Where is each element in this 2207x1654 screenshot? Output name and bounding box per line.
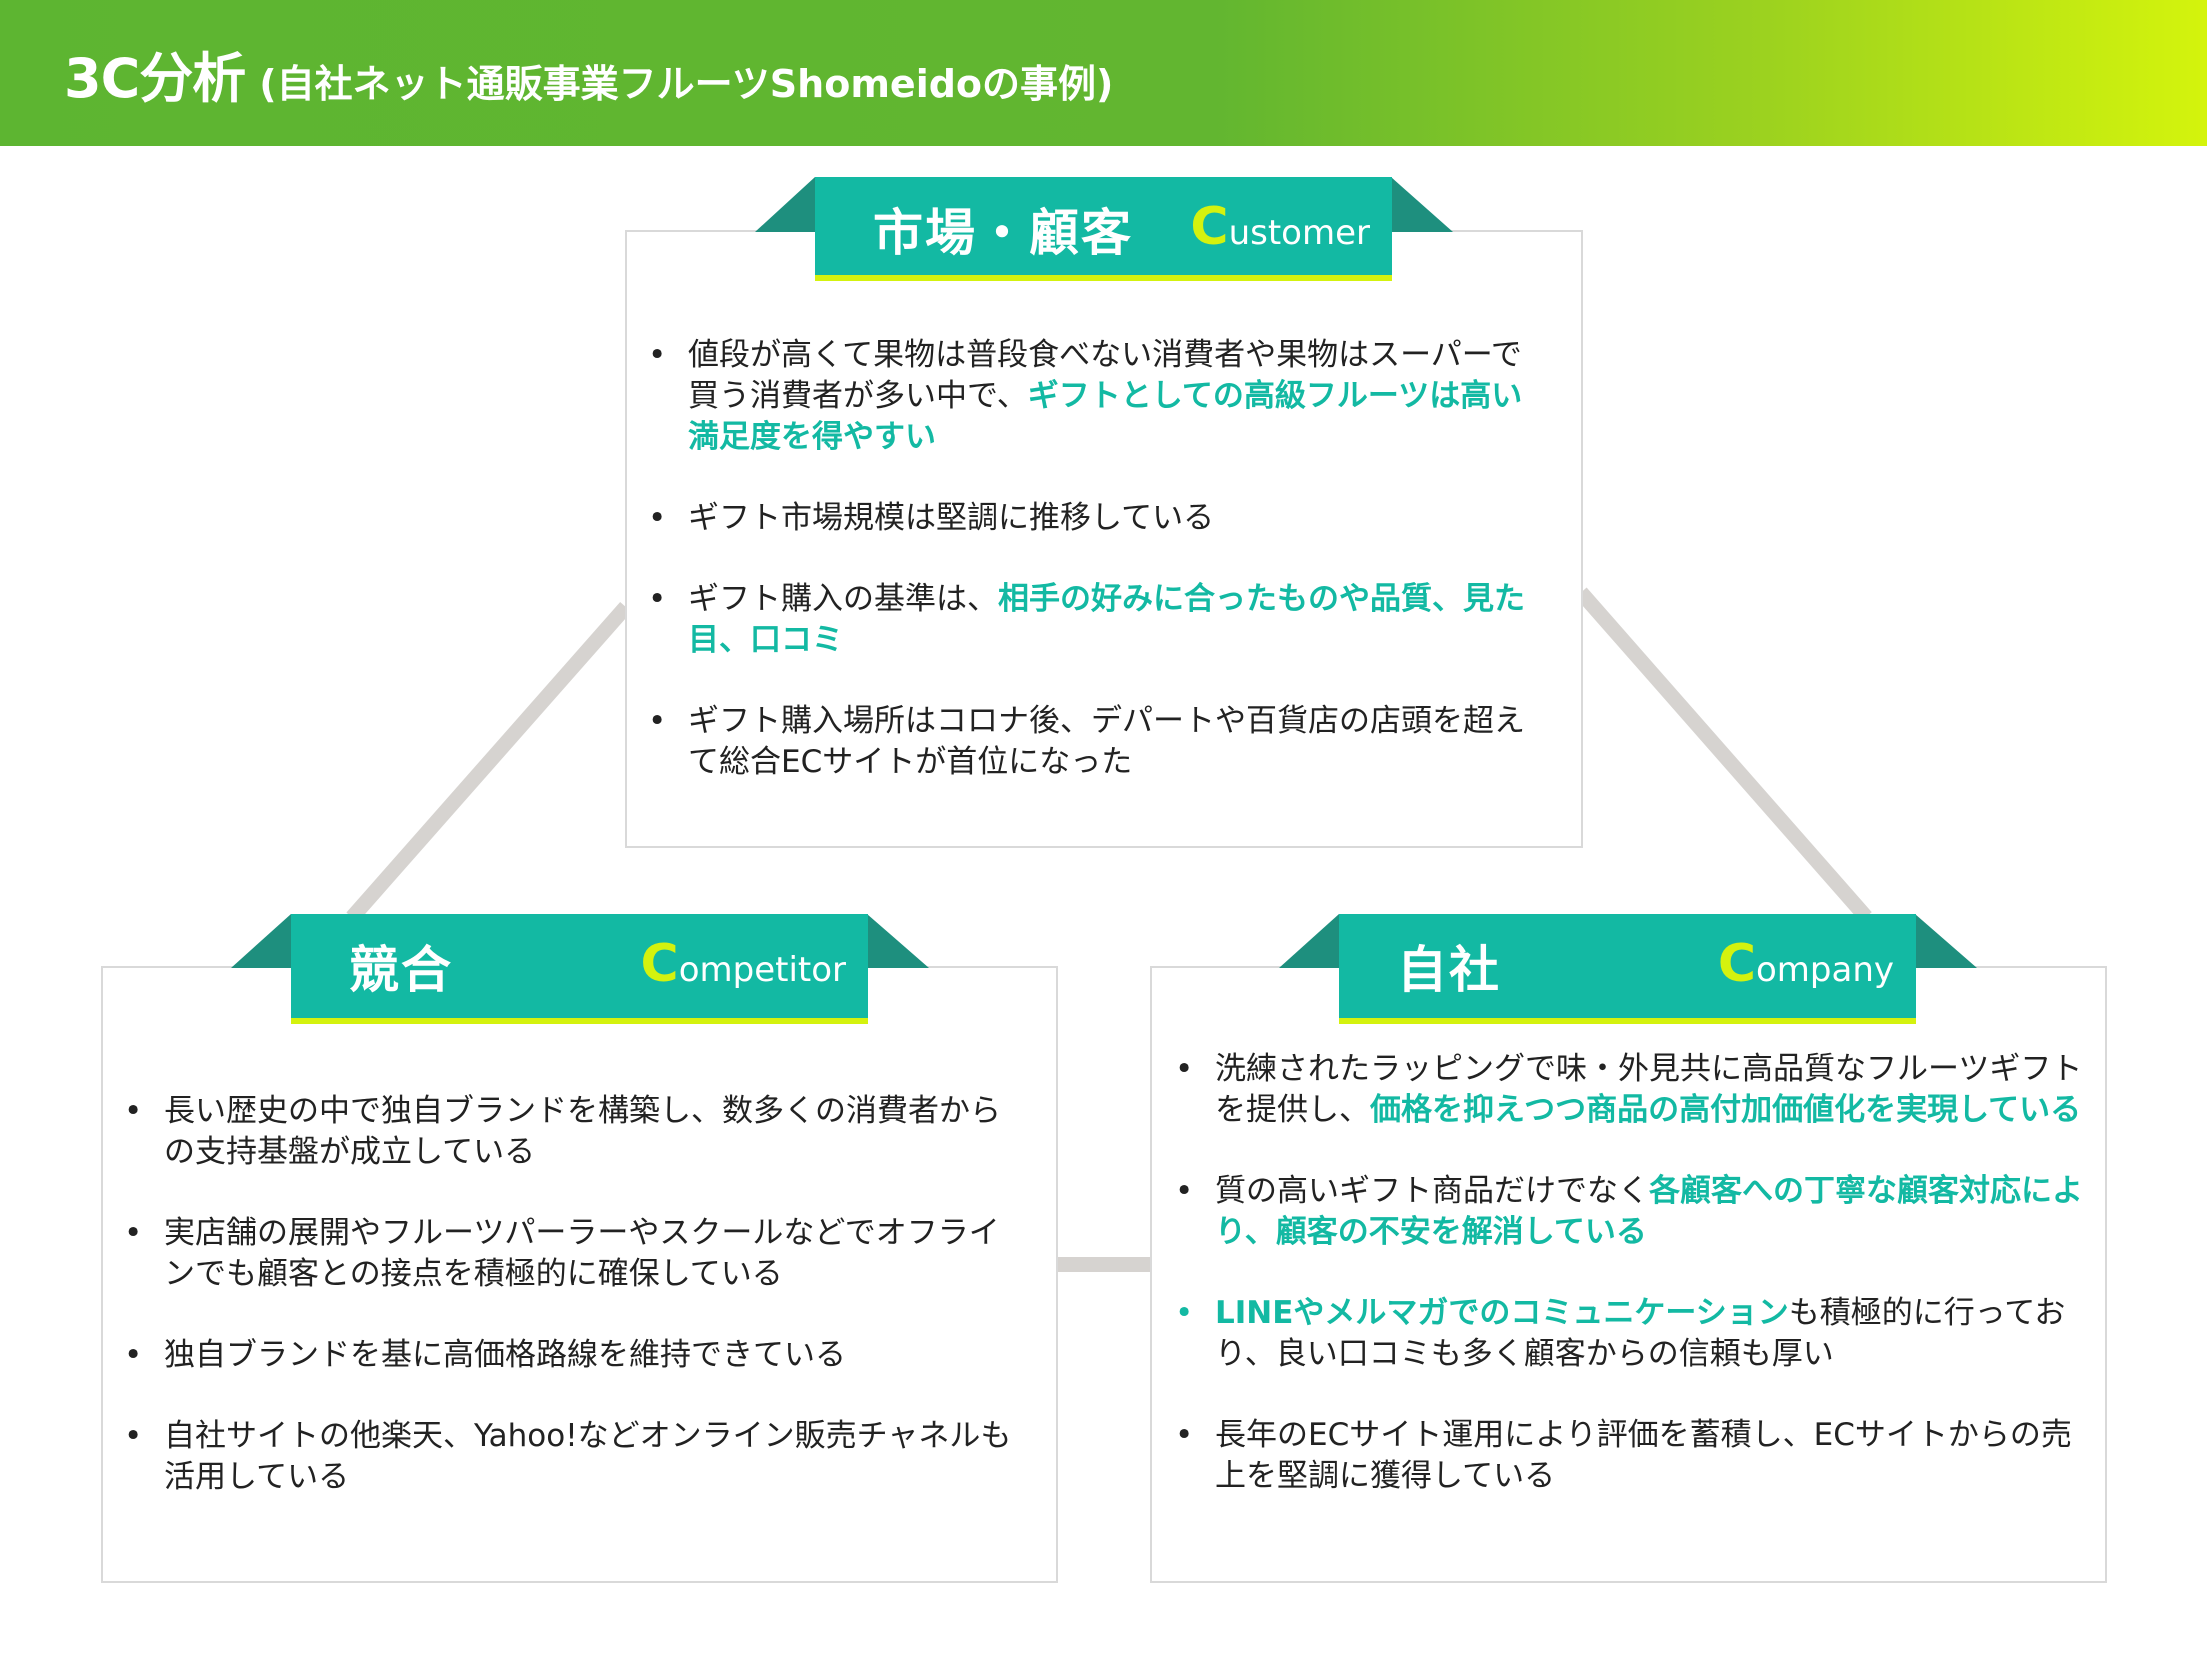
competitor-box [101, 966, 1058, 1583]
item-text: 自社サイトの他楽天、Yahoo!などオンライン販売チャネルも活用している [164, 1418, 1012, 1495]
item-text: 長年のECサイト運用により評価を蓄積し、ECサイトからの売上を堅調に獲得している [1215, 1417, 2072, 1494]
customer-box [625, 230, 1583, 848]
customer-en-cap: C [1190, 197, 1229, 257]
competitor-tab: 競合 Competitor [291, 914, 868, 1024]
item-text: 値段が高くて果物は普段食べない消費者や果物はスーパーで買う消費者が多い中で、 [688, 337, 1522, 414]
competitor-title: 競合 [349, 941, 453, 999]
company-list-item: • LINEやメルマガでのコミュニケーションも積極的に行っており、良い口コミも多く… [1175, 1293, 2085, 1375]
bullet-icon: • [1175, 1417, 1194, 1453]
bullet-icon: • [648, 703, 667, 739]
company-en-cap: C [1717, 934, 1756, 994]
competitor-list: • 長い歴史の中で独自ブランドを構築し、数多くの消費者からの支持基盤が成立している… [124, 1091, 1024, 1538]
company-tab-wing-left [1279, 914, 1339, 968]
highlighted-text: 各顧客への丁寧な顧客対応により、顧客の不安を解消している [1215, 1173, 2083, 1250]
item-text: も積極的に行っており、良い口コミも多く顧客からの信頼も厚い [1215, 1295, 2066, 1372]
bullet-icon: • [124, 1093, 143, 1129]
company-tab: 自社 Company [1339, 914, 1916, 1024]
highlighted-text: LINEやメルマガでのコミュニケーション [1215, 1295, 1789, 1331]
item-text: 独自ブランドを基に高価格路線を維持できている [164, 1337, 846, 1373]
highlighted-text: ギフトとしての高級フルーツは高い満足度を得やすい [688, 378, 1523, 455]
item-text: 質の高いギフト商品だけでなく [1215, 1173, 1649, 1209]
item-text: ギフト購入の基準は、 [688, 581, 998, 617]
customer-tab: 市場・顧客 Customer [815, 177, 1392, 281]
company-list-item: • 長年のECサイト運用により評価を蓄積し、ECサイトからの売上を堅調に獲得してい… [1175, 1415, 2085, 1497]
company-box [1150, 966, 2107, 1583]
customer-en-rest: ustomer [1228, 213, 1370, 253]
competitor-tab-wing-left [231, 914, 291, 968]
competitor-list-item: • 実店舗の展開やフルーツパーラーやスクールなどでオフラインでも顧客との接点を積極… [124, 1213, 1024, 1295]
customer-en-label: Customer [1190, 197, 1370, 257]
customer-title: 市場・顧客 [873, 204, 1133, 262]
competitor-list-item: • 独自ブランドを基に高価格路線を維持できている [124, 1335, 1024, 1376]
page-title: 3C分析 (自社ネット通販事業フルーツShomeidoの事例) [64, 34, 1113, 113]
competitor-list-item: • 自社サイトの他楽天、Yahoo!などオンライン販売チャネルも活用している [124, 1416, 1024, 1498]
connector-customer-competitor [346, 601, 632, 923]
customer-list: •値段が高くて果物は普段食べない消費者や果物はスーパーで買う消費者が多い中で、ギ… [648, 335, 1548, 823]
company-tab-wing-right [1915, 914, 1977, 968]
competitor-en-rest: ompetitor [678, 950, 846, 990]
bullet-icon: • [124, 1418, 143, 1454]
bullet-icon: • [1175, 1051, 1194, 1087]
competitor-list-item: • 長い歴史の中で独自ブランドを構築し、数多くの消費者からの支持基盤が成立している [124, 1091, 1024, 1173]
customer-tab-wing-right [1391, 177, 1453, 232]
competitor-en-label: Competitor [641, 934, 846, 994]
company-en-label: Company [1718, 934, 1894, 994]
company-list-item: • 洗練されたラッピングで味・外見共に高品質なフルーツギフトを提供し、価格を抑えつ… [1175, 1049, 2085, 1131]
bullet-icon: • [648, 500, 667, 536]
highlighted-text: 価格を抑えつつ商品の高付加価値化を実現している [1370, 1092, 2082, 1128]
customer-list-item: • ギフト市場規模は堅調に推移している [648, 498, 1548, 539]
bullet-icon: • [1175, 1295, 1194, 1331]
customer-list-item: • ギフト購入場所はコロナ後、デパートや百貨店の店頭を超えて総合ECサイトが首位に… [648, 701, 1548, 783]
item-text: 洗練されたラッピングで味・外見共に高品質なフルーツギフトを提供し、 [1215, 1051, 2083, 1128]
item-text: ギフト購入場所はコロナ後、デパートや百貨店の店頭を超えて総合ECサイトが首位にな… [688, 703, 1525, 780]
competitor-en-cap: C [640, 934, 679, 994]
bullet-icon: • [1175, 1173, 1194, 1209]
item-text: 実店舗の展開やフルーツパーラーやスクールなどでオフラインでも顧客との接点を積極的… [164, 1215, 1000, 1292]
bullet-icon: • [124, 1215, 143, 1251]
connector-competitor-company [1054, 1257, 1152, 1272]
header-banner: 3C分析 (自社ネット通販事業フルーツShomeidoの事例) [0, 0, 2207, 146]
bullet-icon: • [648, 337, 667, 373]
title-subtitle: (自社ネット通販事業フルーツShomeidoの事例) [259, 62, 1114, 106]
company-list: • 洗練されたラッピングで味・外見共に高品質なフルーツギフトを提供し、価格を抑えつ… [1175, 1049, 2085, 1537]
customer-list-item: • 値段が高くて果物は普段食べない消費者や果物はスーパーで買う消費者が多い中で、ギ… [648, 335, 1548, 458]
title-main: 3C分析 [64, 47, 246, 110]
item-text: ギフト市場規模は堅調に推移している [688, 500, 1215, 536]
connector-customer-company [1575, 587, 1872, 922]
competitor-tab-wing-right [867, 914, 929, 968]
highlighted-text: 相手の好みに合ったものや品質、見た目、口コミ [688, 581, 1525, 658]
item-text: 長い歴史の中で独自ブランドを構築し、数多くの消費者からの支持基盤が成立している [164, 1093, 1001, 1170]
company-list-item: • 質の高いギフト商品だけでなく各顧客への丁寧な顧客対応により、顧客の不安を解消し… [1175, 1171, 2085, 1253]
bullet-icon: • [124, 1337, 143, 1373]
customer-tab-wing-left [755, 177, 815, 232]
company-en-rest: ompany [1755, 950, 1894, 990]
company-title: 自社 [1397, 941, 1501, 999]
bullet-icon: • [648, 581, 667, 617]
customer-list-item: • ギフト購入の基準は、相手の好みに合ったものや品質、見た目、口コミ [648, 579, 1548, 661]
